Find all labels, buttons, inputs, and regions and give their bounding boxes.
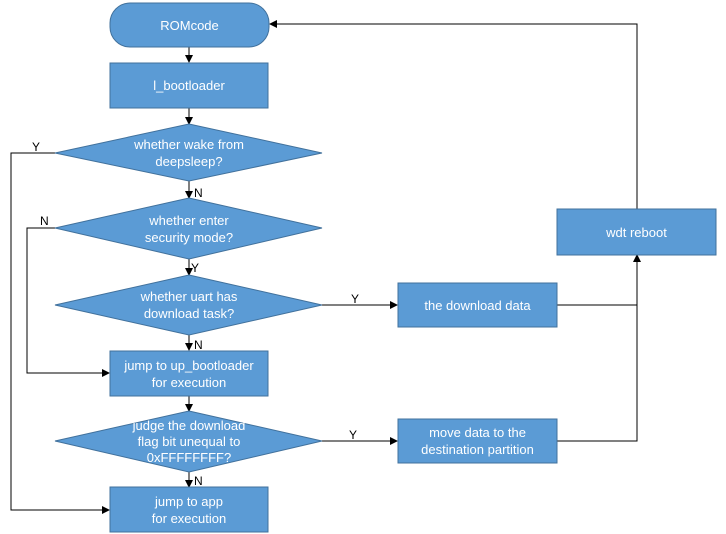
security-mode-decision — [54, 197, 323, 260]
flag-no-label: N — [194, 474, 203, 488]
wake-yes-label: Y — [32, 140, 41, 154]
uart-download-decision — [54, 274, 323, 336]
security-yes-label: Y — [191, 261, 200, 275]
l-bootloader-node — [109, 62, 269, 109]
move-data-node — [397, 418, 558, 464]
edge-wdt-to-romcode — [269, 20, 638, 209]
wdt-reboot-node — [556, 208, 717, 256]
up-bootloader-node — [109, 350, 269, 397]
flag-yes-label: Y — [349, 428, 358, 442]
edge-security-no-to-up-bootloader — [26, 227, 110, 377]
jump-app-node — [109, 486, 269, 533]
wake-deepsleep-decision — [54, 123, 323, 182]
edge-download-to-wdt — [557, 254, 641, 306]
wake-no-label: N — [194, 186, 203, 200]
edge-move-to-wdt — [557, 305, 638, 442]
judge-flag-decision — [54, 410, 323, 473]
edge-wake-yes-to-app — [10, 152, 110, 514]
uart-yes-label: Y — [351, 292, 360, 306]
romcode-node — [109, 2, 270, 48]
connectors — [10, 20, 641, 514]
download-data-node — [397, 282, 558, 328]
security-no-label: N — [40, 214, 49, 228]
uart-no-label: N — [194, 338, 203, 352]
